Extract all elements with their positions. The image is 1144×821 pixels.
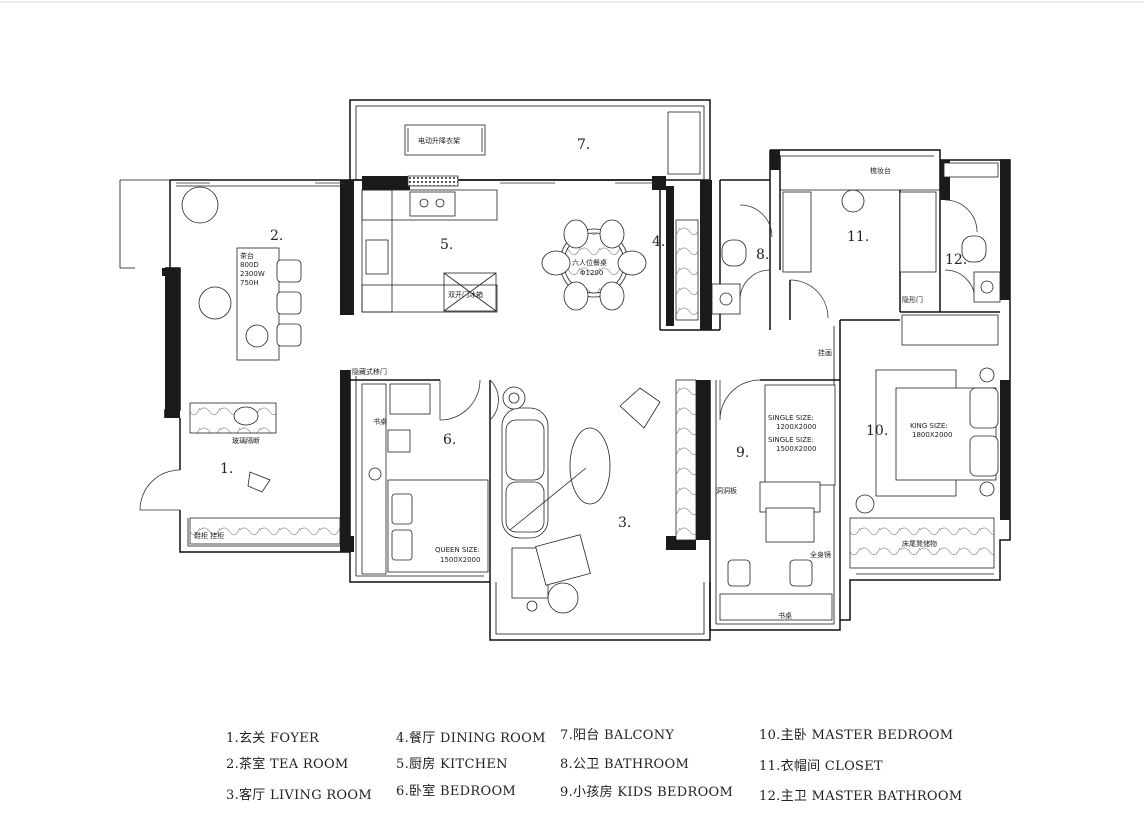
cave-board-label: 洞洞板 [716, 486, 737, 495]
kitchen-fixtures [361, 189, 498, 313]
queen-size-label: QUEEN SIZE: [435, 546, 480, 554]
tea-table-label: 茶台 [240, 251, 254, 260]
single-dim-1: 1200X2000 [776, 423, 816, 431]
legend-item-1: 1.玄关 FOYER [226, 731, 320, 746]
king-size-label: KING SIZE: [910, 422, 948, 430]
bedroom-furniture [361, 383, 489, 575]
legend-item-10: 10.主卧 MASTER BEDROOM [759, 728, 954, 743]
hanging-label: 挂画 [818, 348, 832, 357]
dining-table-dim: Φ1200 [580, 269, 603, 277]
kids-desk-label: 书桌 [778, 611, 792, 620]
kids-room-furniture [675, 379, 836, 621]
single-dim-2: 1500X2000 [776, 445, 816, 453]
tea-dim2: 2300W [240, 270, 265, 278]
balcony-rack [404, 111, 701, 175]
master-bedroom-furniture [849, 367, 999, 569]
fridge-label: 双开门冰箱 [448, 290, 483, 299]
room-num-10: 10. [866, 423, 888, 439]
room-num-8: 8. [756, 247, 769, 263]
legend-item-7: 7.阳台 BALCONY [560, 728, 675, 743]
legend-item-5: 5.厨房 KITCHEN [396, 757, 508, 772]
legend-item-11: 11.衣帽间 CLOSET [759, 759, 884, 774]
hidden-door2-label: 隐形门 [902, 295, 923, 304]
legend-item-12: 12.主卫 MASTER BATHROOM [759, 789, 963, 804]
closet-fixtures [782, 189, 999, 346]
legend-item-9: 9.小孩房 KIDS BEDROOM [560, 785, 734, 800]
master-bath-fixtures [943, 162, 1001, 303]
room-num-5: 5. [440, 237, 453, 253]
legend-item-6: 6.卧室 BEDROOM [396, 784, 517, 799]
tea-dim1: 800D [240, 261, 259, 269]
room-num-4: 4. [652, 234, 665, 250]
room-num-3: 3. [618, 515, 631, 531]
room-num-11: 11. [847, 229, 869, 245]
queen-dim-label: 1500X2000 [440, 556, 480, 564]
hidden-door-label: 隐藏式移门 [352, 367, 387, 376]
room-num-2: 2. [270, 228, 283, 244]
dining-cabinet [675, 219, 699, 321]
tea-room-furniture [181, 186, 302, 361]
windows [176, 175, 655, 187]
vanity-label: 梳妆台 [870, 166, 891, 175]
single-size-2: SINGLE SIZE: [768, 436, 814, 444]
dining-table-label: 六人位餐桌 [572, 258, 607, 267]
desk-label: 书桌 [373, 417, 387, 426]
legend-item-3: 3.客厅 LIVING ROOM [226, 788, 372, 803]
doors [139, 199, 978, 511]
mirror-label: 全身镜 [810, 550, 831, 559]
foyer-fixtures [189, 402, 341, 545]
room-num-1: 1. [220, 461, 233, 477]
legend-item-4: 4.餐厅 DINING ROOM [396, 731, 546, 746]
balcony-rack-label: 电动升降衣架 [418, 136, 460, 145]
room-num-12: 12. [945, 252, 967, 268]
bathroom-fixtures [711, 239, 747, 315]
living-room-furniture [501, 386, 661, 614]
bench-label: 床尾凳储物 [902, 539, 937, 548]
room-num-9: 9. [736, 445, 749, 461]
room-num-7: 7. [577, 137, 590, 153]
dining-table [541, 219, 647, 311]
glass-partition-label: 玻璃隔断 [232, 436, 260, 445]
shoe-cabinet-label: 鞋柜 挂柜 [194, 531, 224, 540]
tea-dim3: 750H [240, 279, 259, 287]
room-num-6: 6. [443, 432, 456, 448]
structural-walls [162, 150, 1010, 552]
king-dim-label: 1800X2000 [912, 431, 952, 439]
single-size-1: SINGLE SIZE: [768, 414, 814, 422]
legend-item-8: 8.公卫 BATHROOM [560, 757, 690, 772]
legend-item-2: 2.茶室 TEA ROOM [226, 757, 349, 772]
room-numbers: 1. 2. 3. 4. 5. 6. 7. 8. 9. 10. 11. 12. [220, 137, 967, 531]
